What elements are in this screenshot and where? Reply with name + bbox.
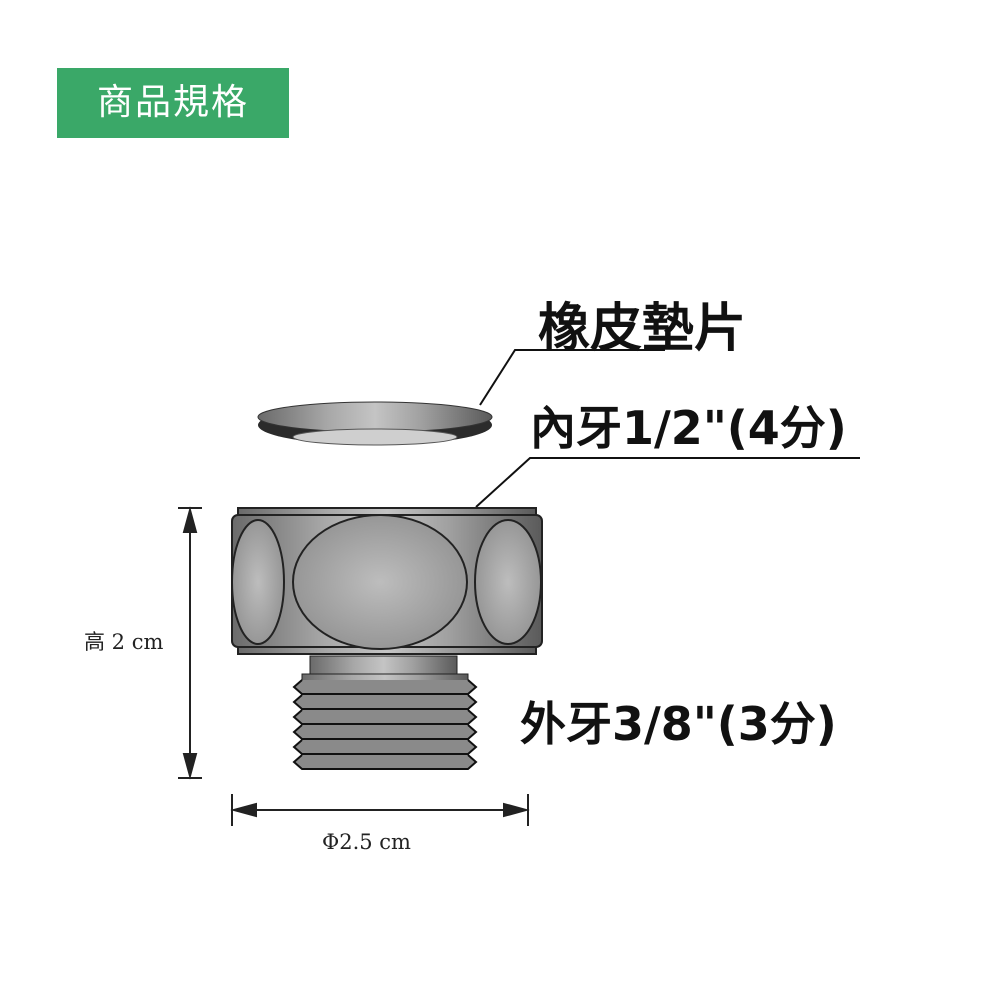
inner-thread-leader-line [475, 457, 860, 508]
height-dimension [178, 506, 202, 780]
gasket-leader-line [479, 349, 665, 406]
outer-thread-label: 外牙3/8"(3分) [520, 697, 837, 751]
diameter-dimension [230, 794, 530, 826]
thread-ridge [292, 709, 478, 725]
thread-ridge [292, 679, 478, 695]
thread-ridge [292, 724, 478, 740]
gasket-label: 橡皮墊片 [538, 299, 747, 359]
thread-ridge [292, 739, 478, 755]
hex-nut-body [231, 507, 543, 655]
rubber-gasket [257, 401, 493, 446]
spec-header: 商品規格 [57, 68, 289, 138]
male-thread [292, 655, 478, 770]
thread-ridge [292, 694, 478, 710]
diameter-label: Φ2.5 cm [322, 830, 411, 854]
thread-ridge [292, 754, 478, 770]
height-label: 高 2 cm [84, 630, 164, 654]
inner-thread-label: 內牙1/2"(4分) [530, 401, 847, 455]
